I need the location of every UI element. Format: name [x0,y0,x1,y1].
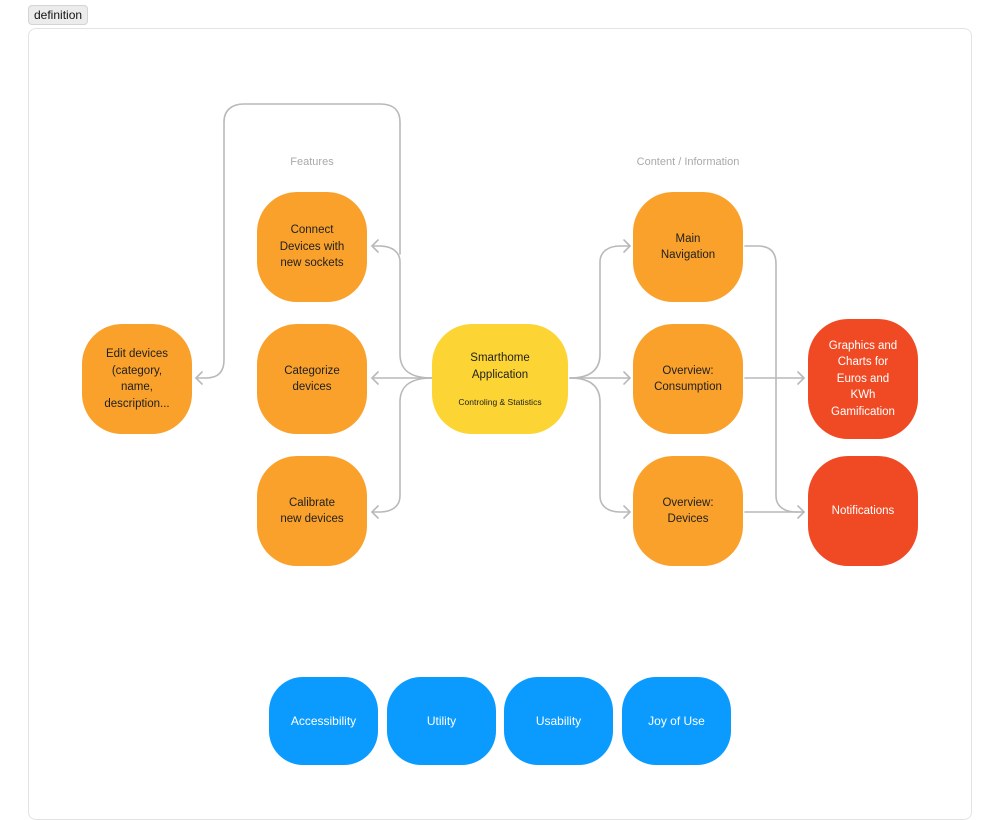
edit-devices-text: Edit devices (category, name, descriptio… [104,348,170,410]
calibrate-devices-node: Calibrate new devices [257,456,367,566]
main-navigation-text: Main Navigation [660,232,716,262]
main-navigation-node: Main Navigation [633,192,743,302]
principle-label: Accessibility [290,713,357,728]
principle-utility: Utility [387,677,496,765]
features-label: Features [290,156,334,168]
connect-devices-text: Connect Devices with new sockets [279,224,345,270]
graphics-charts-text: Graphics and Charts for Euros and KWh Ga… [828,339,898,418]
edit-devices-node: Edit devices (category, name, descriptio… [82,324,192,434]
content-information-label: Content / Information [636,156,740,168]
categorize-devices-node: Categorize devices [257,324,367,434]
overview-devices-node: Overview: Devices [633,456,743,566]
smarthome-title: Smarthome Application [470,352,530,381]
calibrate-devices-text: Calibrate new devices [280,496,344,526]
notifications-node: Notifications [808,456,918,566]
principle-label: Joy of Use [648,713,705,728]
principle-label: Utility [426,713,457,728]
connect-devices-node: Connect Devices with new sockets [257,192,367,302]
overview-consumption-text: Overview: Consumption [654,364,722,394]
smarthome-application-node: Smarthome Application Controling & Stati… [432,324,568,434]
overview-consumption-node: Overview: Consumption [633,324,743,434]
principle-joy-of-use: Joy of Use [622,677,731,765]
overview-devices-text: Overview: Devices [662,496,714,526]
smarthome-subtitle: Controling & Statistics [458,397,542,407]
definition-tag: definition [28,5,89,25]
principle-accessibility: Accessibility [269,677,378,765]
principle-usability: Usability [504,677,613,765]
notifications-text: Notifications [831,504,895,517]
categorize-devices-text: Categorize devices [284,364,340,394]
graphics-charts-node: Graphics and Charts for Euros and KWh Ga… [808,319,918,439]
principle-label: Usability [535,713,582,728]
